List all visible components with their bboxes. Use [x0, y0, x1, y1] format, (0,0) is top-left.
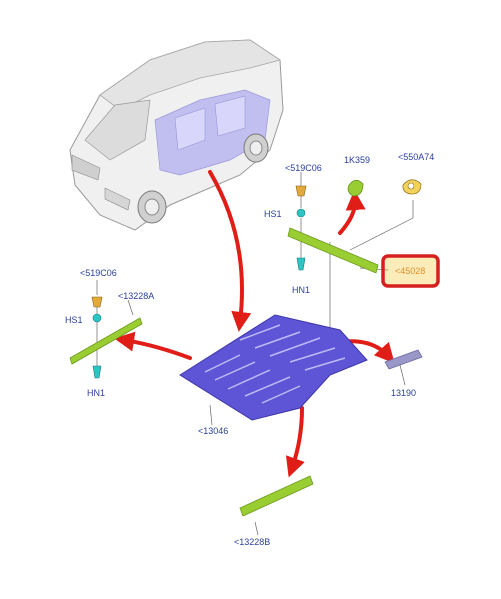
clip-top-right [295, 185, 307, 197]
van-illustration [69, 39, 284, 231]
rail-13228a [69, 317, 143, 365]
label-hn1-left: HN1 [87, 388, 106, 398]
hs1-top-right [296, 208, 306, 218]
hn1-left [92, 365, 102, 379]
clips [91, 179, 422, 379]
label-13046: <13046 [198, 426, 229, 436]
arrow-floor-to-13228b [285, 406, 305, 478]
label-hn1-top-right: HN1 [292, 285, 311, 295]
label-1k359: 1K359 [344, 155, 371, 165]
arrow-van-to-floor [208, 170, 252, 332]
rail-13228b [239, 475, 314, 517]
label-13228a: <13228A [118, 291, 155, 301]
arrows [114, 170, 395, 478]
label-519c06-left: <519C06 [80, 268, 117, 278]
label-45028: <45028 [395, 266, 426, 276]
label-13190: 13190 [391, 388, 417, 398]
arrow-rail-to-1k359 [338, 190, 366, 235]
label-519c06-top-right: <519C06 [285, 163, 322, 173]
clip-left [91, 296, 103, 308]
hn1-top-right [296, 257, 306, 271]
label-hs1-top-right: HS1 [264, 209, 282, 219]
arrow-floor-to-13228a [114, 331, 192, 360]
label-13228b: <13228B [234, 537, 271, 547]
hs1-left [92, 313, 102, 323]
label-550a74: <550A74 [398, 152, 435, 162]
part-1k359-shape [347, 179, 364, 197]
highlight-45028 [381, 254, 440, 288]
label-hs1-left: HS1 [65, 315, 83, 325]
rail-top-right [287, 227, 379, 274]
floor-panel-13046 [179, 314, 368, 421]
panel-13190 [384, 349, 423, 370]
